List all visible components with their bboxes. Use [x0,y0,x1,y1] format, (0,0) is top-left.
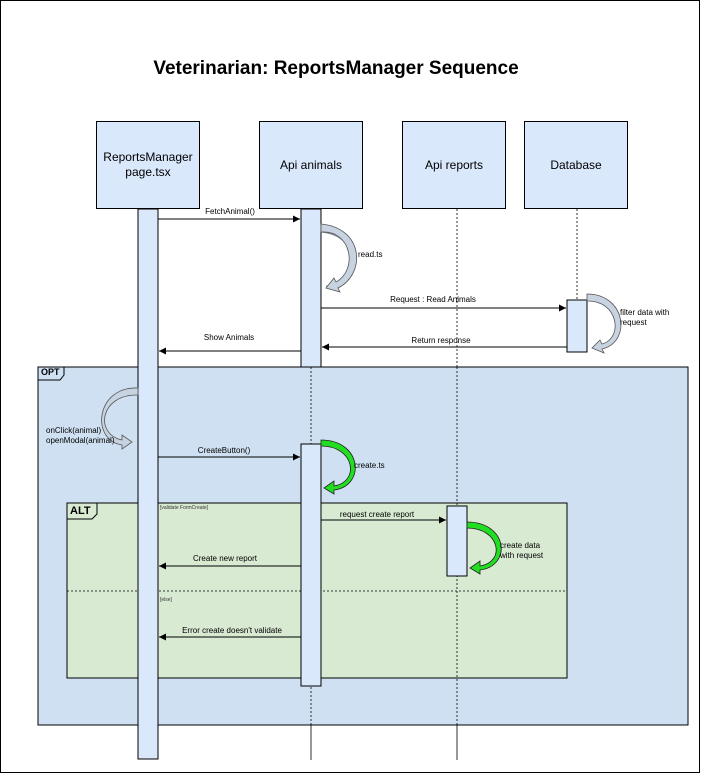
opt-frame-tag [37,366,65,381]
activation-api-animals-2 [300,443,322,687]
msg-create-button-label: CreateButton() [197,446,251,455]
activation-api-animals-1 [300,208,322,368]
msg-filter-data-label: filter data with request [620,308,670,327]
else-guard-label: [else] [160,597,172,603]
self-call-read-arrow [320,223,357,293]
self-call-create-arrow [320,439,356,495]
self-call-filter-arrow [586,293,622,354]
activation-api-reports [446,505,468,577]
participant-api-reports: Api reports [402,121,506,209]
msg-create-new-report-label: Create new report [192,554,258,563]
participant-database: Database [524,121,628,209]
msg-show-animals-label: Show Animals [203,333,255,342]
activation-database [566,299,588,353]
msg-read-ts-label: read.ts [358,250,383,259]
opt-frame-label: OPT [41,367,60,377]
msg-request-create-label: request create report [339,510,415,519]
alt-frame-tag [66,502,98,520]
msg-return-response-label: Return response [411,336,471,345]
self-call-onclick-arrow [101,387,139,450]
msg-on-click-label: onClick(animal) openModal(animal) [46,426,115,445]
msg-create-ts-label: create.ts [354,461,385,470]
diagram-title: Veterinarian: ReportsManager Sequence [153,58,519,79]
participant-api-animals: Api animals [259,121,363,209]
msg-request-read-label: Request : Read Animals [390,295,476,304]
alt-guard-label: [validate FormCreate] [160,505,209,511]
alt-frame-label: ALT [70,505,91,517]
self-call-create-data-arrow [466,521,502,575]
msg-create-data-label: create data with request [500,541,544,560]
activation-reportsmanager [137,208,159,760]
msg-error-create-label: Error create doesn't validate [182,626,282,635]
participant-reportsmanager: ReportsManager page.tsx [96,121,200,209]
msg-fetch-animal-label: FetchAnimal() [205,207,255,216]
